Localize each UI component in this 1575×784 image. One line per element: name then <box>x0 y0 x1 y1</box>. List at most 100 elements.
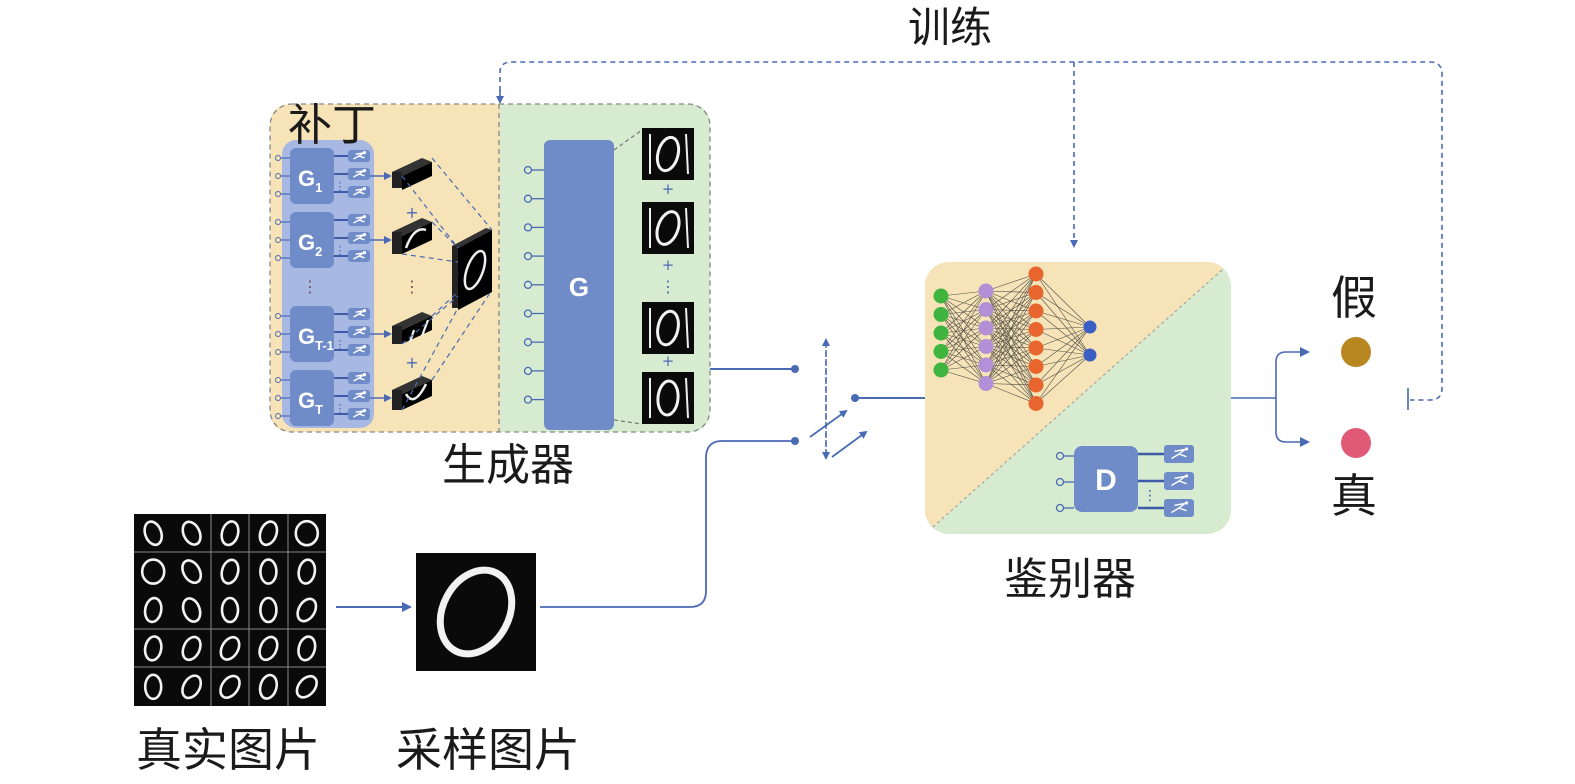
runner-icon <box>348 150 370 162</box>
nn-node <box>1028 285 1044 300</box>
nn-edge <box>985 383 1037 386</box>
generator-border <box>269 103 711 433</box>
vdots: ⋮ <box>335 244 346 257</box>
patch-generator-label: G2 <box>298 230 322 259</box>
real-digit <box>143 673 163 701</box>
patch-generator-label: GT-1 <box>298 324 334 353</box>
real-digit <box>258 673 279 700</box>
real-digit <box>297 558 317 585</box>
runner-icon <box>1164 472 1194 490</box>
patch-generator-block <box>290 148 334 204</box>
real-digit <box>258 635 279 662</box>
input-switch <box>540 338 925 608</box>
switch-arm <box>809 409 848 438</box>
patch-generator-4: GT⋮ <box>275 370 392 426</box>
real-output-dot <box>1341 428 1371 458</box>
patch-strips: + + ⋮ <box>392 158 432 410</box>
patch-generator-label: G1 <box>298 166 322 195</box>
runner-icon <box>348 326 370 338</box>
d-block <box>1074 446 1138 512</box>
nn-edge <box>1035 354 1091 386</box>
nn-edge <box>1035 354 1091 404</box>
real-digit <box>143 596 163 624</box>
real-digit <box>219 674 241 699</box>
nn-edge <box>1035 310 1091 356</box>
vdots: ⋮ <box>660 277 676 296</box>
real-digit <box>140 558 166 585</box>
real-digit <box>220 520 240 547</box>
real-digit <box>143 520 164 547</box>
nn-edge <box>985 310 1037 384</box>
nn-node <box>933 344 949 359</box>
plus-sign: + <box>405 203 418 222</box>
d-block-inputs <box>1055 451 1074 513</box>
nn-edge <box>1035 326 1091 349</box>
patch-strip-1 <box>392 158 432 190</box>
fake-output-dot <box>1341 337 1371 367</box>
real-digit <box>143 635 163 662</box>
nn-edge <box>1035 273 1091 328</box>
runner-icon <box>348 408 370 420</box>
nn-node <box>933 288 949 304</box>
nn-edge <box>1035 326 1091 404</box>
runner-icon <box>348 186 370 198</box>
real-digit <box>220 558 240 585</box>
discriminator-label: 鉴别器 <box>1004 554 1136 605</box>
nn-edge <box>985 273 1037 384</box>
nn-node <box>978 320 994 336</box>
real-digit <box>181 559 203 585</box>
sampled-image-label: 采样图片 <box>396 723 580 777</box>
nn-edge <box>940 327 987 371</box>
real-digit <box>220 596 240 624</box>
nn-edge <box>1035 326 1091 330</box>
generator-label: 生成器 <box>442 440 574 491</box>
nn-edge <box>940 290 987 371</box>
generator-area: G1⋮G2⋮GT-1⋮GT⋮⋮ + + ⋮ G <box>269 103 711 433</box>
nn-node <box>1028 396 1044 411</box>
patch-strip-3 <box>392 312 432 344</box>
nn-node <box>1028 303 1044 319</box>
real-digit <box>181 597 202 623</box>
real-digit <box>181 635 202 662</box>
generated-digit-tile <box>642 128 694 180</box>
real-digit <box>181 520 202 546</box>
training-loop-path <box>499 61 1443 401</box>
nn-node <box>1028 322 1044 337</box>
sample-output-wire <box>540 440 795 608</box>
nn-node <box>978 302 994 317</box>
runner-icon <box>348 214 370 226</box>
nn-edge <box>1035 347 1091 356</box>
real-label: 真 <box>1331 469 1377 523</box>
generated-digit-tile <box>642 302 694 354</box>
real-digit <box>219 635 241 661</box>
patch-generator-2: G2 ⋮ <box>275 212 392 268</box>
nn-edge <box>985 273 1037 329</box>
discriminator-area: D ⋮ <box>925 262 1231 534</box>
nn-node <box>978 283 994 299</box>
nn-edge <box>940 290 987 297</box>
real-images-label: 真实图片 <box>136 723 320 777</box>
nn-edge <box>985 329 1037 384</box>
nn-edges <box>940 273 1091 404</box>
nn-edge <box>940 290 987 315</box>
runner-icon <box>348 232 370 244</box>
runner-icon <box>348 344 370 356</box>
nn-node <box>1028 377 1044 393</box>
patch-label: 补丁 <box>288 100 376 151</box>
patch-generator-label: GT <box>298 388 323 417</box>
nn-edge <box>985 273 1037 310</box>
nn-edge <box>1035 326 1091 367</box>
vdots: ⋮ <box>335 180 346 193</box>
nn-node <box>978 339 994 354</box>
generated-digit-tile <box>642 372 694 424</box>
nn-node <box>1083 320 1097 334</box>
patch-generator-block <box>290 306 334 362</box>
plus-sign: + <box>405 353 418 372</box>
nn-edge <box>940 290 987 352</box>
patch-generator-block <box>290 370 334 426</box>
d-block-label: D <box>1095 464 1117 497</box>
runner-icon <box>348 390 370 402</box>
patch-projection-lines <box>401 157 493 411</box>
real-digit <box>259 558 278 585</box>
